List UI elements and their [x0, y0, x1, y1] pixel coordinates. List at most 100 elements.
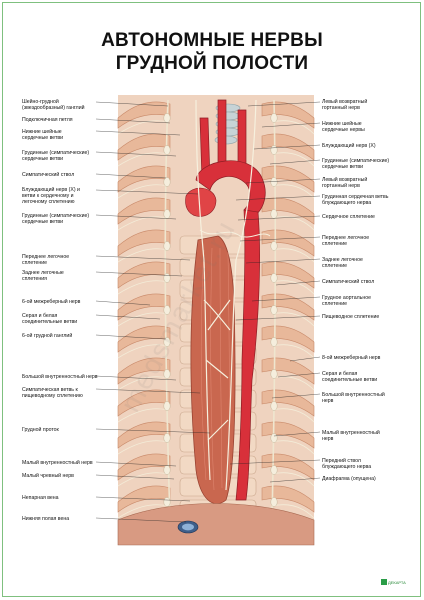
leader-line: [95, 255, 191, 261]
sympathetic-ganglion: [270, 145, 278, 155]
leader-line: [95, 271, 183, 277]
sympathetic-ganglion: [163, 305, 171, 315]
rib: [117, 389, 171, 417]
leader-line: [235, 315, 321, 321]
label-thoracic-aortic-plexus: Грудное аортальное сплетение: [322, 295, 371, 307]
label-6th-thoracic-ganglion: 6-ой грудной ганглий: [22, 333, 73, 339]
label-esophageal-plexus: Пищеводное сплетение: [322, 314, 380, 320]
label-sympathetic-branch-esophageal: Симпатическая ветвь к пищеводному сплете…: [22, 387, 83, 399]
publisher-logo-text: ДЕКАРТА: [388, 580, 406, 585]
poster-frame: [2, 2, 421, 597]
leader-line: [95, 461, 177, 467]
intercostal-nerve: [117, 408, 169, 423]
label-anterior-vagal-trunk: Передний ствол блуждающего нерва: [322, 458, 372, 470]
intercostal-nerve: [117, 344, 169, 359]
leader-line: [247, 101, 321, 107]
pulmonary-trunk: [185, 187, 217, 217]
leader-line: [275, 280, 321, 286]
great-vessels: [195, 99, 266, 501]
rib: [117, 453, 171, 481]
label-cardiac-plexus: Сердечное сплетение: [322, 214, 375, 220]
intercostal-nerve: [117, 248, 169, 263]
leader-line: [237, 215, 321, 221]
leader-line: [273, 431, 321, 437]
label-vagus-thoracic-cardiac-branch: Грудинная сердечная ветвь блуждающего не…: [322, 194, 389, 206]
label-left-recurrent-laryngeal-2: Левый возвратный гортанный нерв: [322, 177, 368, 189]
sympathetic-ganglion: [163, 465, 171, 475]
sympathetic-ganglion: [270, 433, 278, 443]
sympathetic-ganglion: [270, 305, 278, 315]
rib: [117, 293, 171, 321]
label-thoracic-cardiac-branches-1: Грудинные (симпатические) сердечные ветв…: [22, 150, 90, 162]
sympathetic-ganglion: [163, 113, 171, 123]
leader-line: [95, 334, 167, 340]
leader-line: [245, 258, 321, 264]
sympathetic-ganglion: [270, 401, 278, 411]
rib: [117, 229, 171, 257]
sympathetic-ganglion: [270, 497, 278, 507]
sympathetic-ganglion: [270, 369, 278, 379]
leader-line: [95, 314, 161, 320]
leader-line: [95, 388, 201, 394]
leader-line: [95, 130, 181, 136]
label-inferior-cervical-cardiac-nerves: Нижние шейные сердечные нервы: [322, 121, 365, 133]
sympathetic-ganglion: [270, 465, 278, 475]
rib: [117, 133, 171, 161]
rib: [117, 357, 171, 385]
leader-line: [95, 118, 171, 124]
esophageal-plexus: [199, 229, 271, 238]
label-thoracic-cardiac-branches-right: Грудинные (симпатические) сердечные ветв…: [322, 158, 390, 170]
leader-line: [95, 428, 211, 434]
leader-line: [269, 159, 321, 165]
sympathetic-ganglion: [270, 177, 278, 187]
leader-line: [235, 195, 321, 201]
label-8th-intercostal-nerve: 8-ой межреберный нерв: [322, 355, 381, 361]
sympathetic-ganglion: [163, 209, 171, 219]
intercostal-nerve: [117, 376, 169, 391]
leader-line: [95, 151, 177, 157]
label-thoracic-cardiac-branches-2: Грудинные (симпатические) сердечные ветв…: [22, 213, 90, 225]
label-lesser-splanchnic-nerve-left: Малый внутренностный нерв: [22, 460, 93, 466]
sympathetic-ganglion: [270, 273, 278, 283]
leader-line: [251, 296, 321, 302]
poster-title-line2: ГРУДНОЙ ПОЛОСТИ: [115, 53, 309, 74]
leader-line: [229, 459, 321, 465]
publisher-logo-icon: [381, 579, 387, 585]
intercostal-nerve: [117, 280, 169, 295]
sympathetic-ganglion: [270, 113, 278, 123]
rib: [117, 421, 171, 449]
sympathetic-ganglion: [270, 337, 278, 347]
intercostal-nerve: [117, 120, 169, 135]
rib: [117, 261, 171, 289]
leader-line: [95, 101, 169, 107]
leader-line: [245, 178, 321, 184]
label-posterior-pulmonary-plexus-left: Заднее легочные сплетения: [22, 270, 64, 282]
sympathetic-ganglion: [163, 401, 171, 411]
label-inferior-vena-cava: Нижняя полая вена: [22, 516, 70, 522]
label-vagus-and-branches: Блуждающий нерв (X) и ветви к сердечному…: [22, 187, 80, 205]
sympathetic-ganglion: [163, 337, 171, 347]
leader-line: [261, 122, 321, 128]
inferior-vena-cava: [177, 520, 199, 534]
label-left-recurrent-laryngeal-1: Левый возвратный гортанный нерв: [322, 99, 368, 111]
label-posterior-pulmonary-plexus-right: Заднее легочное сплетение: [322, 257, 363, 269]
vagus-nerves: [195, 99, 257, 491]
label-subclavian-loop: Подключичная петля: [22, 117, 73, 123]
sympathetic-ganglion: [163, 273, 171, 283]
sympathetic-ganglia: [163, 113, 278, 507]
label-stellate-ganglion: Шейно-грудной (звездообразный) ганглий: [22, 99, 85, 111]
sympathetic-ganglion: [163, 369, 171, 379]
leader-line: [289, 356, 321, 362]
sympathetic-ganglion: [163, 497, 171, 507]
intercostal-nerve: [117, 184, 169, 199]
intercostal-nerve: [117, 152, 169, 167]
sympathetic-ganglion: [163, 145, 171, 155]
leader-line: [95, 189, 199, 195]
label-diaphragm: Диафрагма (опущена): [322, 476, 376, 482]
label-lesser-splanchnic-nerve-right: Малый внутренностный нерв: [322, 430, 380, 442]
intercostal-nerve: [117, 216, 169, 231]
label-vagus-nerve-right: Блуждающий нерв (X): [322, 143, 376, 149]
label-sympathetic-trunk-left: Симпатический ствол: [22, 172, 75, 178]
intercostal-nerve: [117, 472, 169, 487]
